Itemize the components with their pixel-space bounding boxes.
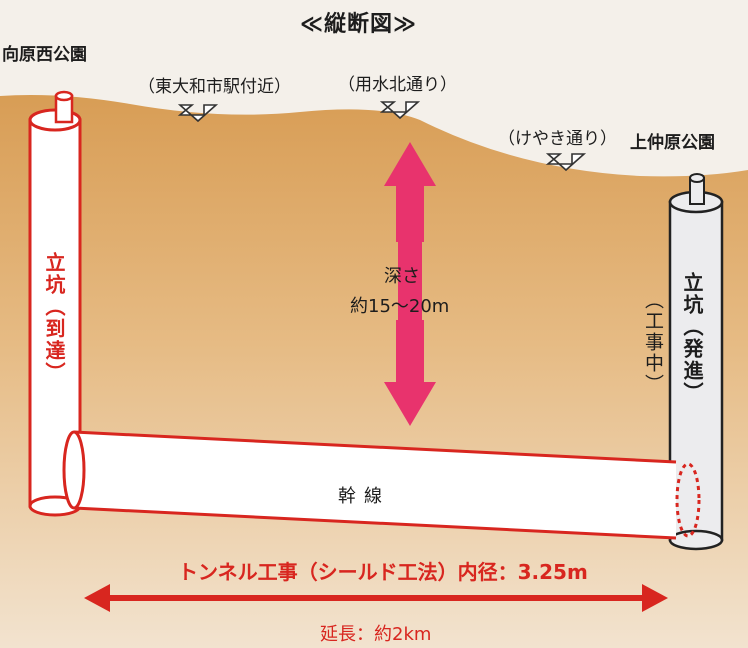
depth-label: 深さ (384, 266, 420, 287)
location-label-2: （用水北通り） (338, 75, 457, 95)
shaft-arrival-label: 立坑（到達） (42, 252, 66, 384)
extension-arrow (84, 584, 668, 612)
location-arrow-2 (379, 101, 421, 120)
location-label-1: （東大和市駅付近） (138, 77, 291, 97)
tunnel (62, 430, 701, 540)
shaft-launch (668, 173, 724, 551)
location-arrow-1 (177, 104, 219, 123)
extension-label: 延長：約2km (320, 624, 432, 645)
depth-value: 約15～20m (350, 296, 450, 317)
trunk-line-label: 幹線 (338, 486, 390, 507)
location-label-3: （けやき通り） (498, 129, 617, 149)
under-construction-label: （工事中） (642, 290, 664, 395)
start-park-label: 向原西公園 (2, 45, 87, 65)
shaft-launch-label: 立坑（発進） (680, 272, 704, 404)
depth-arrow (384, 142, 436, 426)
work-method-label: トンネル工事（シールド工法）内径：3.25m (178, 560, 588, 584)
end-park-label: 上仲原公園 (630, 133, 715, 153)
location-arrow-3 (545, 153, 587, 172)
diagram-title: ≪縦断図≫ (300, 12, 418, 37)
